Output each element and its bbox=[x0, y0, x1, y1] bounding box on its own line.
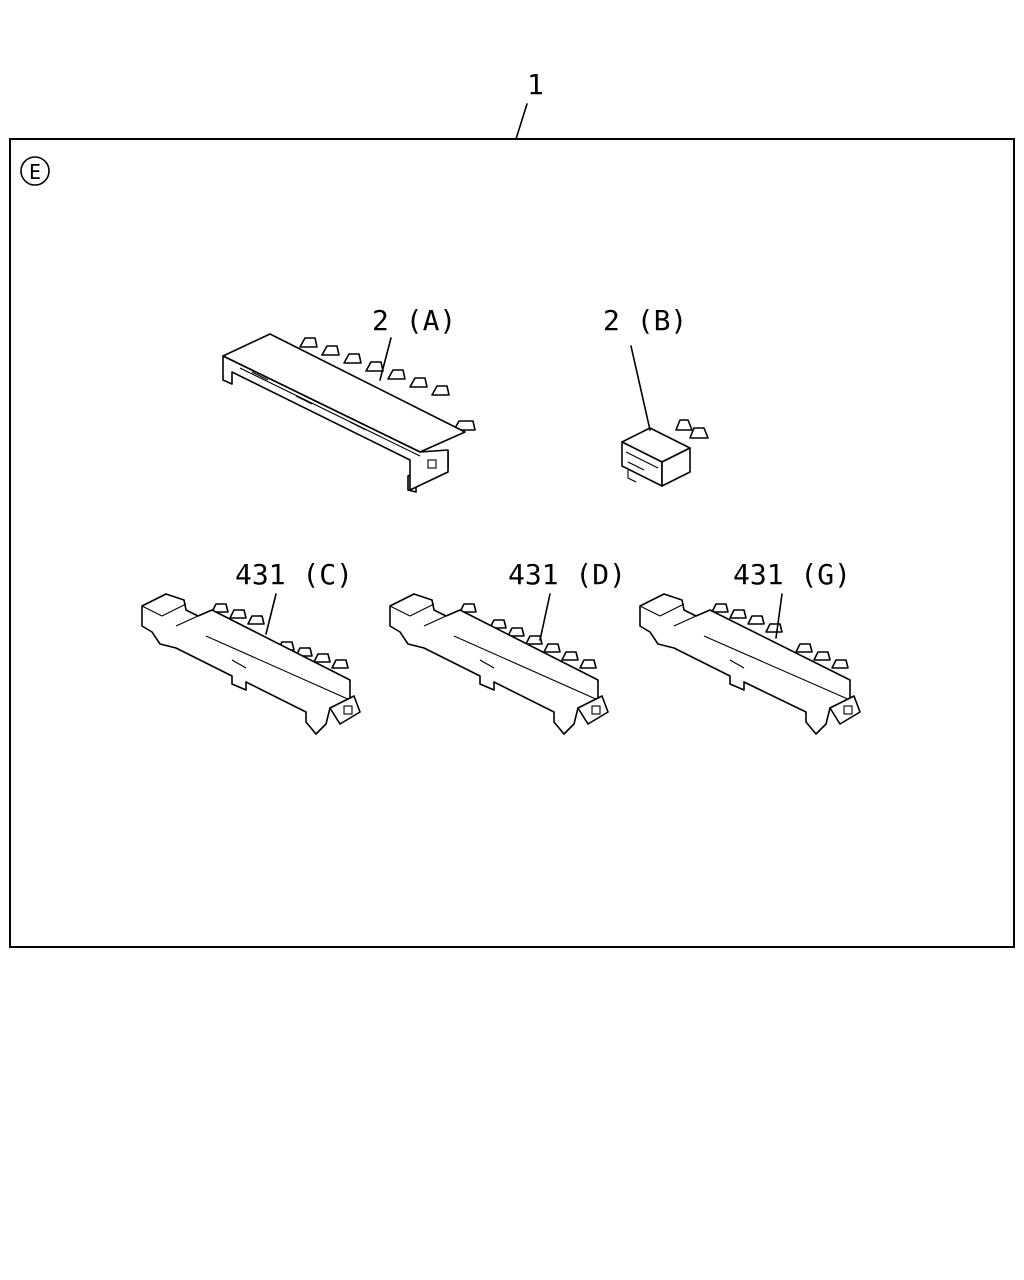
part-431d-leader bbox=[539, 593, 551, 641]
part-2a-leader bbox=[379, 337, 392, 381]
assembly-leader-line bbox=[515, 103, 528, 140]
part-2a-label: 2 (A) bbox=[372, 304, 456, 337]
fuse-2b-drawing bbox=[621, 419, 709, 487]
section-marker-letter: E bbox=[29, 160, 41, 184]
assembly-frame bbox=[9, 138, 1015, 948]
assembly-callout-label: 1 bbox=[527, 68, 544, 101]
terminal-431g-drawing bbox=[639, 593, 861, 735]
fuse-block-2a-terminals bbox=[299, 337, 476, 431]
part-2b-label: 2 (B) bbox=[603, 304, 687, 337]
part-431d-label: 431 (D) bbox=[508, 558, 626, 591]
part-431g-leader bbox=[775, 593, 783, 639]
section-marker: E bbox=[20, 156, 50, 186]
terminal-431c-drawing bbox=[141, 593, 361, 735]
terminal-431g-pins bbox=[711, 603, 849, 669]
terminal-431d-drawing bbox=[389, 593, 609, 735]
fuse-block-2a-drawing bbox=[222, 333, 476, 493]
part-431c-label: 431 (C) bbox=[235, 558, 353, 591]
terminal-431d-pins bbox=[459, 603, 597, 669]
part-431g-label: 431 (G) bbox=[733, 558, 851, 591]
section-marker-circle bbox=[20, 156, 50, 186]
part-431c-leader bbox=[265, 593, 277, 635]
part-2b-leader bbox=[630, 345, 651, 431]
